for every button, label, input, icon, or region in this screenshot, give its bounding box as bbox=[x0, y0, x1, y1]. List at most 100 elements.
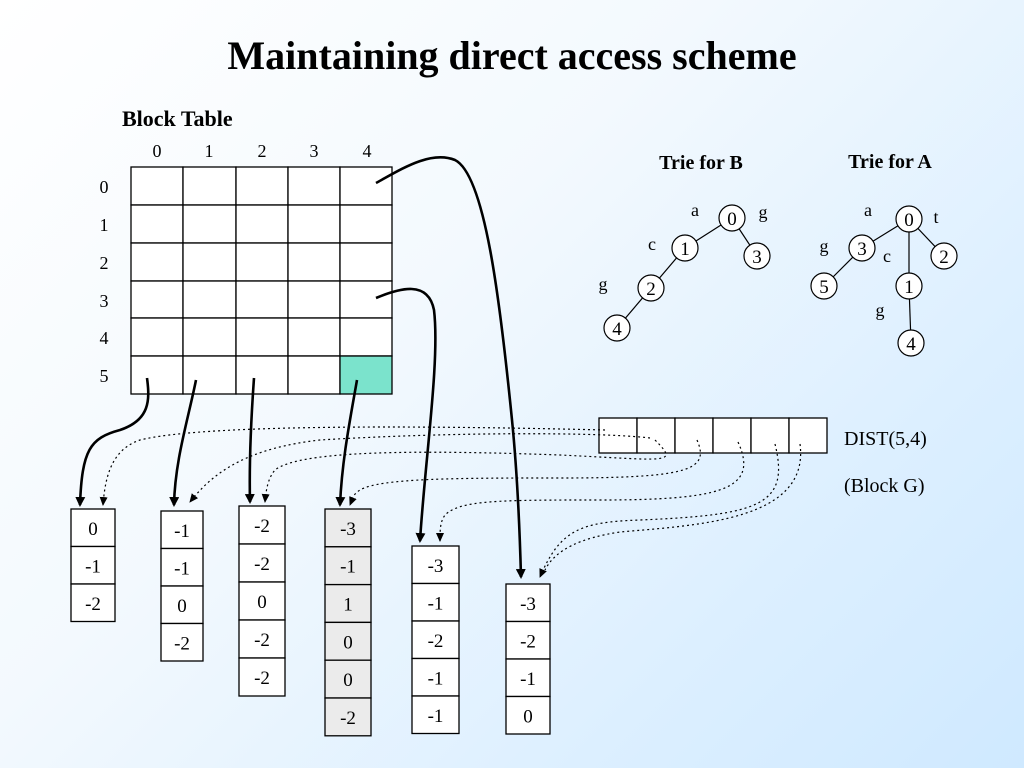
trie-edge-label: c bbox=[883, 246, 891, 266]
column-cell bbox=[324, 508, 372, 548]
trie-edge-label: g bbox=[599, 274, 608, 294]
column-cell bbox=[505, 658, 551, 698]
column-value: -1 bbox=[340, 557, 356, 578]
block-cell bbox=[235, 317, 289, 357]
column-value: -3 bbox=[428, 556, 444, 577]
value-columns: 0-1-2-1-10-2-2-20-2-2-3-1100-2-3-1-2-1-1… bbox=[70, 505, 551, 737]
dist-pointer-arrow bbox=[436, 441, 745, 542]
block-cell bbox=[182, 280, 237, 319]
column-value: 0 bbox=[343, 632, 353, 653]
column-cell bbox=[238, 619, 286, 659]
column-value: 0 bbox=[88, 519, 98, 540]
column-value: -1 bbox=[428, 706, 444, 727]
dist-label: DIST(5,4) bbox=[844, 428, 927, 450]
trie-b: 0 1 3 2 4 a g c g bbox=[599, 200, 771, 342]
column-cell bbox=[505, 620, 551, 660]
svg-text:2: 2 bbox=[646, 279, 656, 300]
trie-b-label: Trie for B bbox=[659, 152, 743, 174]
column-value: -2 bbox=[254, 554, 270, 575]
block-cell bbox=[182, 317, 237, 357]
block-cell bbox=[235, 204, 289, 244]
trie-node: 3 bbox=[743, 242, 771, 270]
block-cell bbox=[130, 355, 184, 395]
dist-cell bbox=[788, 417, 828, 454]
block-pointer-arrow bbox=[244, 377, 256, 504]
block-cell bbox=[339, 242, 393, 282]
block-cell bbox=[287, 204, 341, 244]
column-value: -2 bbox=[254, 516, 270, 537]
block-pointer-arrow bbox=[169, 379, 198, 507]
column-value: -1 bbox=[520, 669, 536, 690]
svg-text:3: 3 bbox=[857, 239, 867, 260]
trie-edge-label: a bbox=[691, 200, 699, 220]
column-cell bbox=[324, 697, 372, 737]
trie-node: 2 bbox=[930, 242, 958, 270]
block-row-header: 0 bbox=[100, 177, 109, 197]
dist-pointer-arrow bbox=[189, 433, 651, 503]
svg-text:1: 1 bbox=[904, 277, 914, 298]
block-row-header: 2 bbox=[100, 253, 109, 273]
trie-node: 1 bbox=[671, 234, 699, 262]
block-col-header: 1 bbox=[205, 141, 214, 161]
trie-edge-label: g bbox=[759, 202, 768, 222]
dist-pointer-arrow bbox=[544, 443, 802, 571]
trie-node: 4 bbox=[897, 329, 925, 357]
column-cell bbox=[238, 581, 286, 621]
svg-text:4: 4 bbox=[612, 319, 622, 340]
dist-cell bbox=[674, 417, 714, 454]
trie-node: 2 bbox=[637, 274, 665, 302]
svg-text:3: 3 bbox=[752, 247, 762, 268]
column-cell bbox=[411, 545, 460, 585]
dist-pointer-arrow bbox=[261, 439, 667, 503]
trie-edge-label: g bbox=[820, 236, 829, 256]
block-cell bbox=[287, 280, 341, 319]
block-cell bbox=[339, 204, 393, 244]
column-value: -1 bbox=[428, 668, 444, 689]
block-cell bbox=[130, 280, 184, 319]
svg-text:2: 2 bbox=[939, 247, 949, 268]
trie-node: 3 bbox=[848, 234, 876, 262]
block-row-header: 3 bbox=[100, 291, 109, 311]
column-value: -2 bbox=[254, 630, 270, 651]
block-cell bbox=[339, 166, 393, 206]
block-col-header: 2 bbox=[258, 141, 267, 161]
block-table-label: Block Table bbox=[122, 106, 233, 131]
column-value: -2 bbox=[85, 594, 101, 615]
trie-a-label: Trie for A bbox=[848, 151, 932, 173]
block-col-header: 3 bbox=[310, 141, 319, 161]
column-value: 1 bbox=[343, 595, 353, 616]
trie-edge-label: t bbox=[933, 207, 938, 227]
svg-text:0: 0 bbox=[727, 209, 737, 230]
trie-node: 1 bbox=[895, 272, 923, 300]
dist-pointer-arrow bbox=[349, 439, 701, 506]
block-cell bbox=[287, 166, 341, 206]
column-value: 0 bbox=[257, 592, 267, 613]
block-row-header: 5 bbox=[100, 366, 109, 386]
column-value: 0 bbox=[177, 596, 187, 617]
block-cell bbox=[235, 355, 289, 395]
column-value: -2 bbox=[254, 668, 270, 689]
block-cell bbox=[130, 242, 184, 282]
column-cell bbox=[70, 508, 116, 548]
page-title: Maintaining direct access scheme bbox=[227, 33, 797, 78]
column-value: 0 bbox=[343, 670, 353, 691]
block-cell bbox=[235, 242, 289, 282]
trie-node: 5 bbox=[810, 272, 838, 300]
block-cell bbox=[182, 166, 237, 206]
block-pointer-arrow bbox=[75, 377, 150, 507]
dist-array bbox=[598, 417, 828, 454]
column-cell bbox=[411, 695, 460, 735]
column-cell bbox=[324, 659, 372, 699]
dist-cell bbox=[750, 417, 790, 454]
column-value: -2 bbox=[428, 631, 444, 652]
column-cell bbox=[505, 695, 551, 735]
column-cell bbox=[238, 657, 286, 697]
column-value: -3 bbox=[520, 594, 536, 615]
column-value: 0 bbox=[523, 706, 533, 727]
column-value: -1 bbox=[174, 521, 190, 542]
block-cell bbox=[182, 242, 237, 282]
block-table-grid bbox=[130, 166, 393, 395]
block-cell bbox=[182, 355, 237, 395]
column-value: -2 bbox=[174, 633, 190, 654]
